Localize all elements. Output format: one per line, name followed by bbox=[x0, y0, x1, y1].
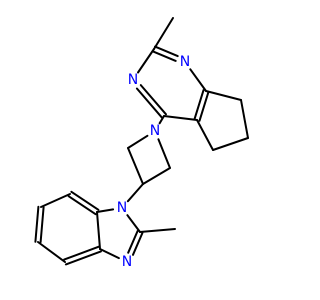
single-bond bbox=[163, 115, 198, 121]
single-bond bbox=[99, 248, 120, 260]
double-bond-line bbox=[127, 230, 139, 254]
single-bond bbox=[212, 137, 249, 151]
atom-label-n: N bbox=[180, 54, 190, 70]
single-bond bbox=[157, 138, 171, 169]
single-bond bbox=[240, 99, 249, 139]
double-bond-line bbox=[70, 190, 100, 211]
single-bond bbox=[127, 147, 144, 185]
double-bond-line bbox=[67, 195, 97, 216]
single-bond bbox=[40, 193, 71, 208]
single-bond bbox=[158, 115, 165, 125]
single-bond bbox=[126, 214, 141, 233]
double-bond-line bbox=[154, 45, 179, 58]
bond-layer bbox=[34, 17, 249, 266]
double-bond-line bbox=[152, 50, 177, 62]
double-bond-line bbox=[34, 205, 40, 243]
double-bond-line bbox=[64, 250, 102, 266]
atom-label-n: N bbox=[122, 254, 132, 270]
double-bond-line bbox=[198, 90, 210, 122]
single-bond bbox=[37, 241, 66, 263]
single-bond bbox=[205, 90, 242, 101]
single-bond bbox=[189, 68, 207, 92]
molecule-diagram: N N N N N bbox=[34, 17, 249, 270]
double-bond-line bbox=[39, 206, 45, 244]
single-bond bbox=[137, 48, 155, 74]
single-bond bbox=[96, 211, 101, 250]
double-bond-line bbox=[132, 232, 144, 256]
atom-label-n: N bbox=[150, 123, 160, 139]
double-bond-line bbox=[135, 87, 163, 119]
single-bond bbox=[126, 183, 144, 203]
atom-label-layer: N N N N N bbox=[117, 54, 190, 270]
single-bond bbox=[153, 17, 174, 50]
single-bond bbox=[96, 208, 115, 213]
atom-label-n: N bbox=[117, 200, 127, 216]
atom-label-n: N bbox=[128, 72, 138, 88]
double-bond-line bbox=[63, 245, 101, 261]
single-bond bbox=[127, 134, 149, 149]
single-bond bbox=[139, 228, 176, 233]
single-bond bbox=[196, 119, 214, 151]
double-bond-line bbox=[193, 89, 205, 121]
double-bond-line bbox=[139, 84, 167, 116]
single-bond bbox=[142, 167, 171, 185]
